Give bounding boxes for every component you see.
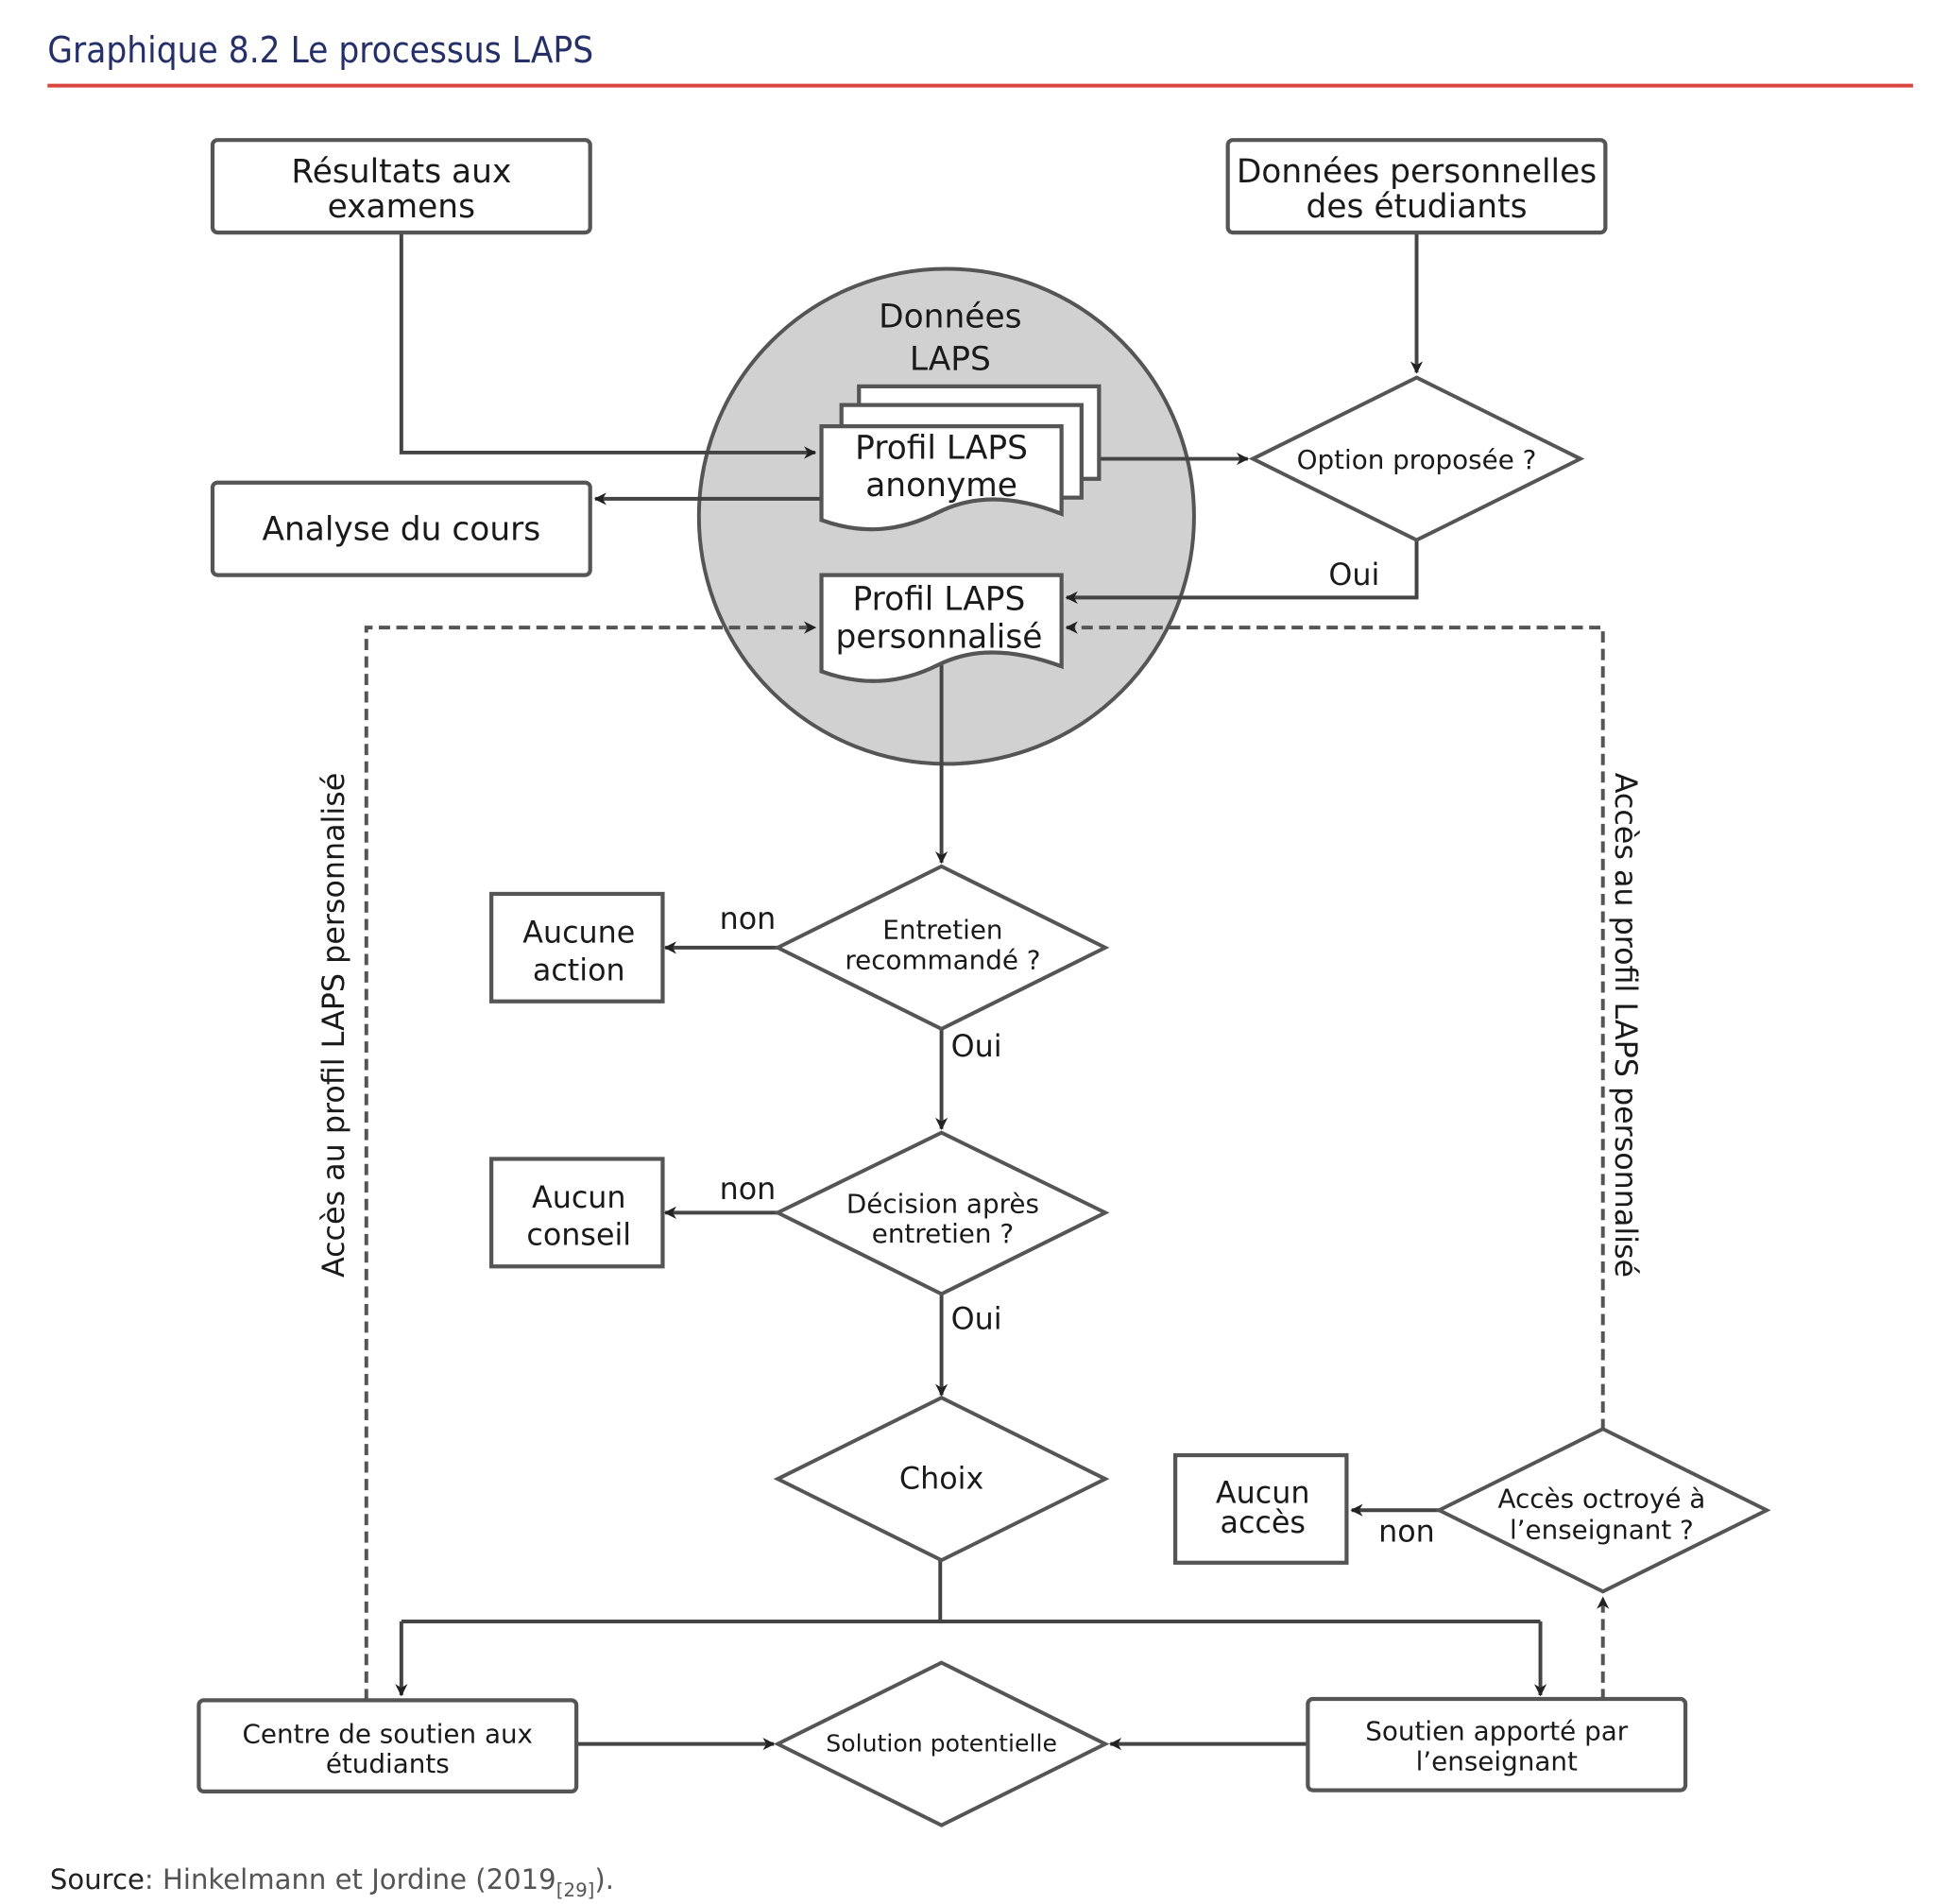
label: personnalisé bbox=[835, 618, 1042, 656]
label: action bbox=[533, 953, 625, 987]
label: l’enseignant bbox=[1416, 1745, 1578, 1776]
connectors bbox=[395, 232, 1547, 1751]
edge-access-to-profile bbox=[1065, 621, 1605, 1431]
edge-exams-to-anon bbox=[399, 232, 817, 459]
label: recommandé ? bbox=[845, 944, 1040, 975]
label: Soutien apporté par bbox=[1365, 1716, 1628, 1747]
label-access-no: non bbox=[1378, 1515, 1435, 1549]
label: Choix bbox=[899, 1463, 983, 1497]
source-reference: [29] bbox=[556, 1879, 595, 1901]
box-teacher-support: Soutien apporté par l’enseignant bbox=[1306, 1696, 1688, 1793]
box-no-advice: Aucun conseil bbox=[489, 1157, 665, 1269]
label: l’enseignant ? bbox=[1510, 1515, 1694, 1546]
label: conseil bbox=[526, 1219, 631, 1253]
source-end: ). bbox=[594, 1863, 614, 1895]
label-decision-yes: Oui bbox=[951, 1302, 1002, 1336]
box-no-access: Aucun accès bbox=[1172, 1452, 1349, 1565]
label: Accès octroyé à bbox=[1498, 1484, 1706, 1515]
label-interview-yes: Oui bbox=[951, 1030, 1002, 1064]
box-course-analysis: Analyse du cours bbox=[210, 480, 592, 577]
label: Résultats aux bbox=[291, 153, 511, 191]
label: Aucune bbox=[522, 917, 635, 951]
decision-after-interview: Décision après entretien ? bbox=[773, 1130, 1110, 1296]
figure-title: Graphique 8.2 Le processus LAPS bbox=[47, 29, 593, 72]
decision-interview: Entretien recommandé ? bbox=[773, 864, 1110, 1032]
box-support-center: Centre de soutien aux étudiants bbox=[197, 1698, 579, 1794]
label-option-yes: Oui bbox=[1328, 558, 1379, 592]
source-text: : Hinkelmann et Jordine (2019 bbox=[145, 1863, 556, 1895]
label: Aucun bbox=[1216, 1476, 1310, 1510]
decision-solution: Solution potentielle bbox=[773, 1660, 1110, 1827]
label: des étudiants bbox=[1307, 188, 1528, 226]
label: examens bbox=[328, 188, 475, 226]
title-rule bbox=[47, 83, 1913, 88]
label: Solution potentielle bbox=[826, 1730, 1057, 1758]
laps-data-title-2: LAPS bbox=[910, 341, 991, 379]
edge-center-access-profile bbox=[364, 621, 817, 1701]
label: étudiants bbox=[326, 1748, 450, 1779]
label: Option proposée ? bbox=[1297, 444, 1537, 475]
decision-choice: Choix bbox=[773, 1395, 1110, 1563]
edge-option-yes bbox=[1065, 539, 1419, 605]
label: Entretien bbox=[882, 915, 1002, 946]
source-line: Source: Hinkelmann et Jordine (2019[29])… bbox=[50, 1863, 614, 1901]
box-personal-data: Données personnelles des étudiants bbox=[1225, 138, 1608, 235]
label: Analyse du cours bbox=[262, 511, 540, 549]
label: Profil LAPS bbox=[855, 430, 1028, 468]
box-no-action: Aucune action bbox=[489, 891, 665, 1003]
label: Profil LAPS bbox=[853, 581, 1026, 619]
label: Décision après bbox=[846, 1188, 1039, 1219]
label-access-right: Accès au profil LAPS personnalisé bbox=[1608, 773, 1642, 1278]
decision-teacher-access: Accès octroyé à l’enseignant ? bbox=[1434, 1427, 1771, 1594]
label-interview-no: non bbox=[720, 902, 777, 936]
label-decision-no: non bbox=[720, 1173, 777, 1207]
doc-personalized-profile: Profil LAPS personnalisé bbox=[819, 573, 1064, 683]
doc-anonymous-profile: Profil LAPS anonyme bbox=[819, 384, 1102, 532]
label: entretien ? bbox=[872, 1218, 1014, 1249]
source-label: Source bbox=[50, 1863, 145, 1895]
label: accès bbox=[1220, 1506, 1305, 1540]
label: Centre de soutien aux bbox=[243, 1718, 533, 1749]
label: Aucun bbox=[532, 1181, 626, 1215]
box-exam-results: Résultats aux examens bbox=[210, 138, 592, 235]
laps-data-title-1: Données bbox=[879, 299, 1021, 336]
decision-option: Option proposée ? bbox=[1248, 375, 1585, 542]
dashed-connectors bbox=[364, 621, 1610, 1701]
label: Données personnelles bbox=[1237, 153, 1597, 191]
label-access-left: Accès au profil LAPS personnalisé bbox=[317, 773, 351, 1278]
label: anonyme bbox=[865, 467, 1017, 505]
